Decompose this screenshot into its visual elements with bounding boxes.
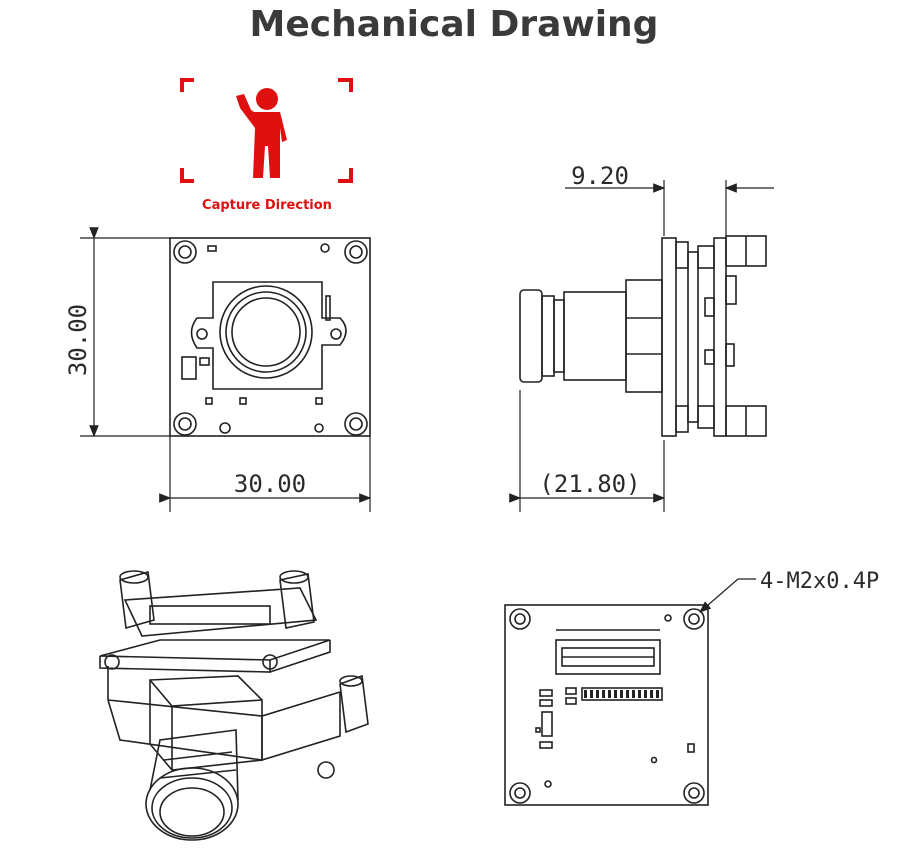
back-header-pins	[584, 690, 659, 698]
side-bottom-label: (21.80)	[539, 470, 640, 498]
capture-direction-icon	[180, 78, 353, 183]
side-bottom-dimension	[509, 390, 666, 512]
screw-callout-leader	[699, 578, 756, 613]
front-width-label: 30.00	[234, 470, 306, 498]
screw-callout-label: 4-M2x0.4P	[760, 569, 879, 594]
back-view	[504, 604, 709, 806]
capture-direction-label: Capture Direction	[202, 198, 332, 213]
front-height-label: 30.00	[64, 304, 92, 376]
side-top-dimension	[565, 180, 774, 236]
isometric-view	[99, 570, 369, 841]
front-view	[169, 237, 371, 437]
page-title: Mechanical Drawing	[249, 4, 659, 45]
side-top-label: 9.20	[571, 162, 629, 190]
front-height-dimension	[80, 227, 170, 438]
side-view	[519, 235, 767, 437]
front-width-dimension	[159, 436, 372, 512]
